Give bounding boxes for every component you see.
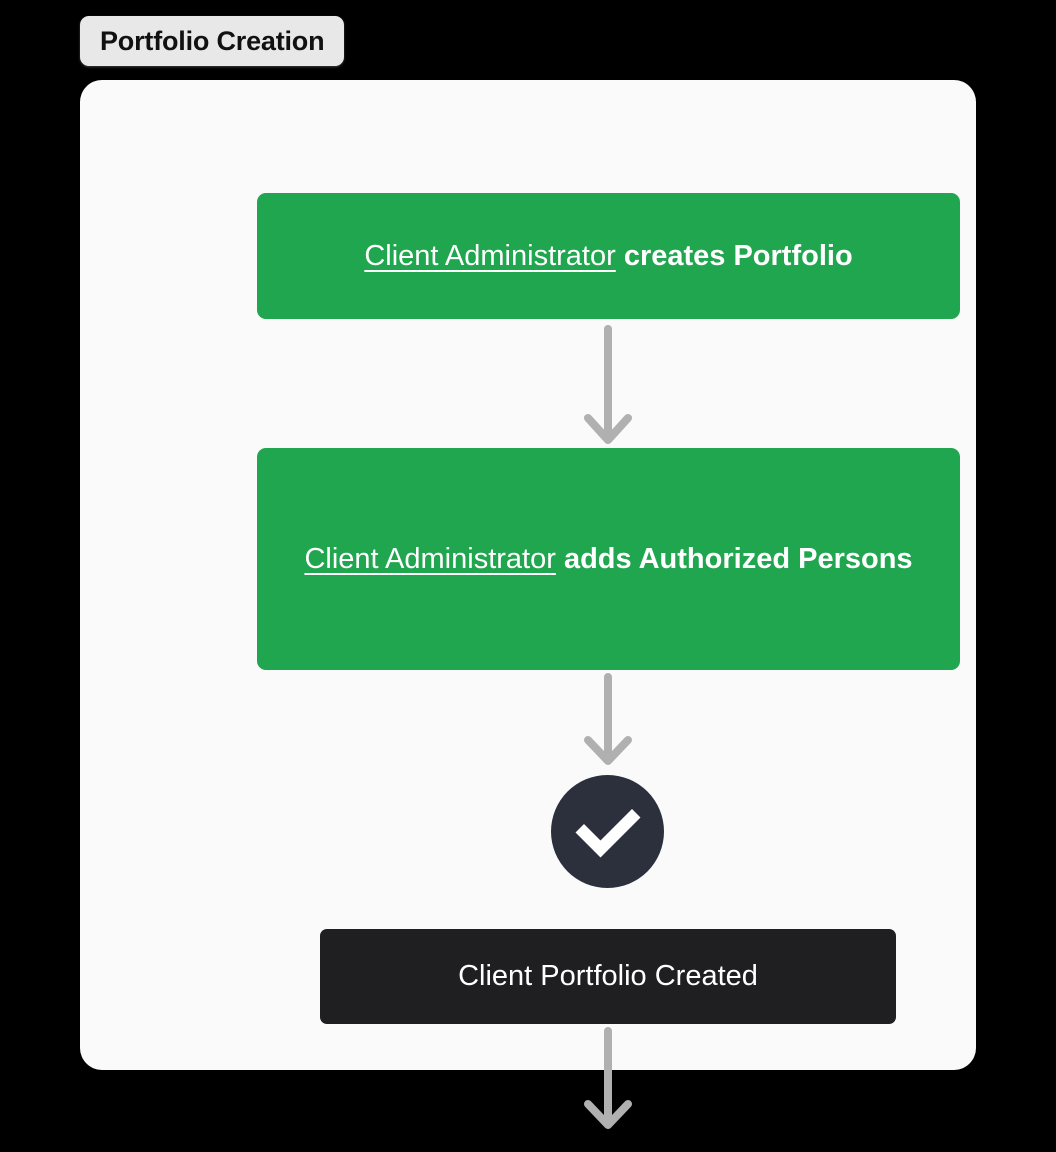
flow-node-label: Client Administrator adds Authorized Per…	[286, 536, 930, 583]
flow-node-label: Client Portfolio Created	[458, 960, 758, 992]
diagram-card: Client Administrator creates Portfolio C…	[80, 80, 976, 1129]
arrow-create-to-add	[584, 325, 632, 444]
arrow-add-to-check	[584, 673, 632, 765]
actor-label: Client Administrator	[304, 542, 556, 575]
flow-node-label: Client Administrator creates Portfolio	[346, 233, 870, 280]
action-label: creates Portfolio	[615, 239, 853, 272]
diagram-title-badge: Portfolio Creation	[80, 16, 345, 66]
flow-node-portfolio-created[interactable]: Client Portfolio Created	[320, 929, 896, 1024]
action-label: adds Authorized Persons	[555, 542, 913, 575]
flow-node-create-portfolio[interactable]: Client Administrator creates Portfolio	[257, 193, 960, 319]
actor-label: Client Administrator	[364, 239, 616, 272]
arrow-created-outgoing	[584, 1027, 632, 1129]
flow-node-add-authorized-persons[interactable]: Client Administrator adds Authorized Per…	[257, 448, 960, 670]
page-title: Portfolio Creation	[100, 25, 325, 56]
check-circle-icon	[551, 775, 664, 888]
